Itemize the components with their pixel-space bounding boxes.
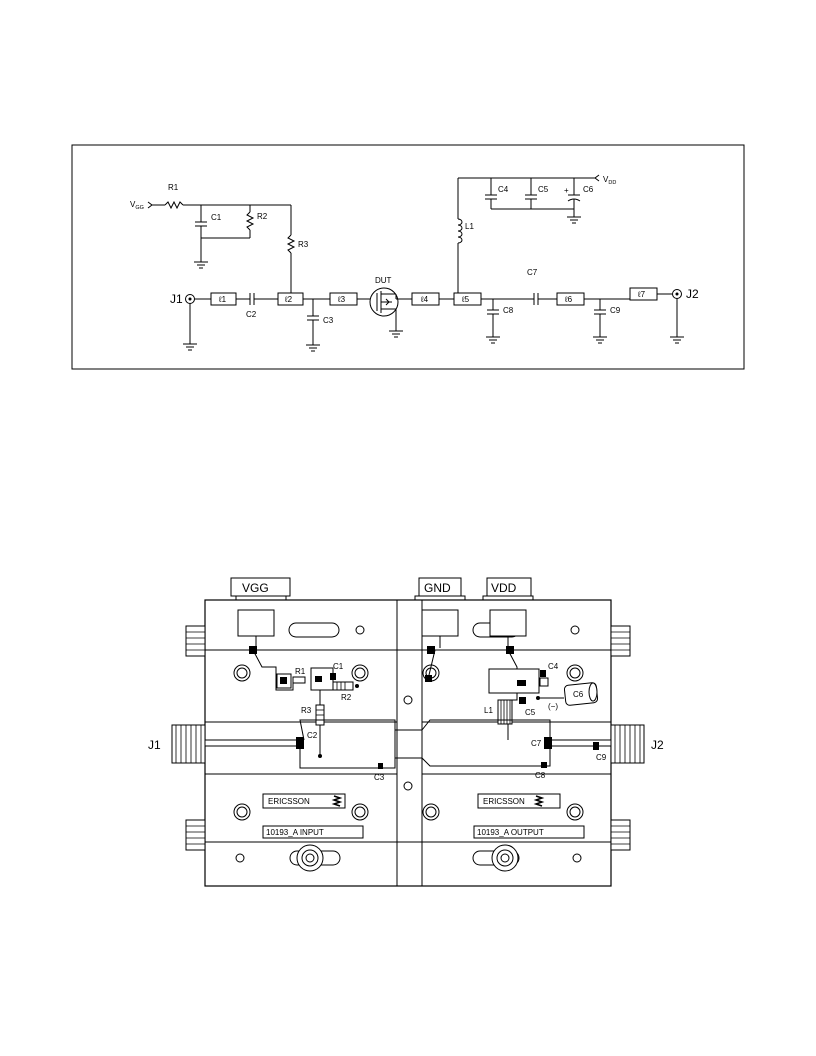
input-board-label-box	[262, 825, 364, 839]
r2-board	[332, 681, 354, 691]
l1-board	[497, 699, 513, 725]
r1-label: R1	[168, 183, 179, 192]
c7-label: C7	[527, 268, 538, 277]
c2-label: C2	[246, 310, 257, 319]
r1-board-label: R1	[295, 667, 306, 676]
r1-resistor	[164, 200, 184, 210]
brand-left	[262, 793, 346, 809]
c5-label: C5	[538, 185, 549, 194]
slot	[288, 622, 340, 638]
c6-label: C6	[583, 185, 594, 194]
output-board-label-box	[473, 825, 585, 839]
c4-board-label: C4	[548, 662, 559, 671]
r2-label: R2	[257, 212, 268, 221]
side-connector-tr	[610, 625, 631, 657]
j2-label: J2	[686, 287, 699, 301]
output-board-label: 10193_A OUTPUT	[477, 828, 544, 837]
svg-text:+: +	[564, 186, 569, 195]
l1-label: L1	[465, 222, 474, 231]
c2-board-label: C2	[307, 731, 318, 740]
svg-text:GND: GND	[424, 581, 451, 595]
j2-sma	[610, 724, 645, 764]
c7-board-label: C7	[531, 739, 542, 748]
r2-resistor	[245, 211, 255, 231]
svg-text:ℓ7: ℓ7	[637, 290, 646, 299]
c6-board-label: C6	[573, 690, 584, 699]
c1-board	[330, 673, 336, 680]
c5-board-label: C5	[525, 708, 536, 717]
c1-board-label: C1	[333, 662, 344, 671]
c8-label: C8	[503, 306, 514, 315]
r3-resistor	[286, 234, 296, 254]
svg-text:VGG: VGG	[242, 581, 269, 595]
input-board-label: 10193_A INPUT	[266, 828, 324, 837]
c3-board-label: C3	[374, 773, 385, 782]
c1-label: C1	[211, 213, 222, 222]
svg-text:ℓ6: ℓ6	[564, 295, 573, 304]
j2-board-label: J2	[651, 738, 664, 752]
l1-board-label: L1	[484, 706, 493, 715]
side-connector-br	[610, 819, 631, 851]
r2-board-label: R2	[341, 693, 352, 702]
c9-board-label: C9	[596, 753, 607, 762]
r3-board-label: R3	[301, 706, 312, 715]
c6-polarity: (−)	[548, 702, 558, 711]
svg-text:ℓ1: ℓ1	[218, 295, 227, 304]
r1-board	[292, 676, 306, 684]
dut-label: DUT	[375, 276, 392, 285]
svg-text:ℓ3: ℓ3	[337, 295, 346, 304]
c9-label: C9	[610, 306, 621, 315]
input-microstrip	[204, 739, 300, 747]
svg-text:ℓ2: ℓ2	[284, 295, 293, 304]
r3-label: R3	[298, 240, 309, 249]
c4-label: C4	[498, 185, 509, 194]
c8-board-label: C8	[535, 771, 546, 780]
c3-label: C3	[323, 316, 334, 325]
svg-text:ℓ4: ℓ4	[420, 295, 429, 304]
schematic-diagram: VGG R1 C1 R2 R3 J1 ℓ1 C2 ℓ2 C3	[71, 144, 745, 370]
vdd-label: VDD	[603, 175, 616, 186]
svg-text:VDD: VDD	[491, 581, 517, 595]
svg-text:ERICSSON: ERICSSON	[268, 797, 310, 806]
schematic-frame	[71, 144, 745, 370]
side-connector-bl	[185, 819, 206, 851]
j1-sma	[171, 724, 206, 764]
c6-board	[563, 682, 599, 706]
j1-label: J1	[170, 292, 183, 306]
c4-board	[540, 670, 546, 677]
j1-board-label: J1	[148, 738, 161, 752]
svg-text:ERICSSON: ERICSSON	[483, 797, 525, 806]
l1-inductor	[457, 218, 463, 244]
vgg-label: VGG	[130, 200, 144, 211]
svg-text:ℓ5: ℓ5	[461, 295, 470, 304]
side-connector-tl	[185, 625, 206, 657]
